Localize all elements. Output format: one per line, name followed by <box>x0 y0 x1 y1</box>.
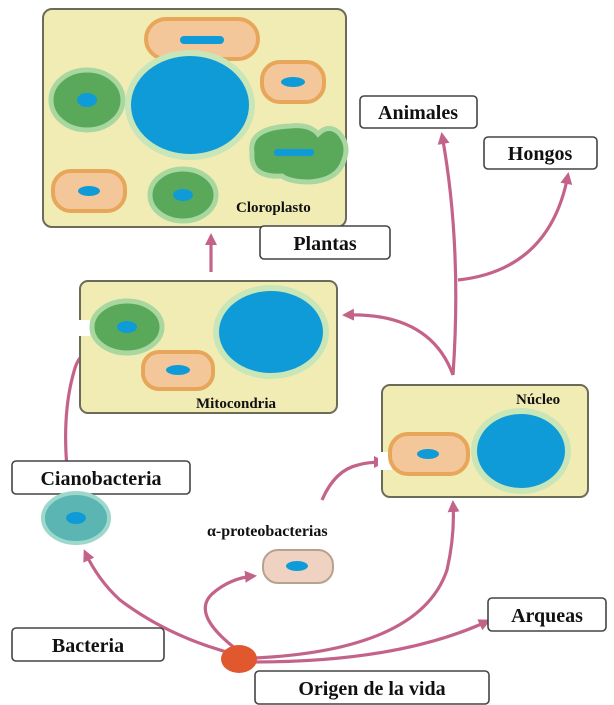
arqueas-label: Arqueas <box>511 605 583 627</box>
arrow-to-mitocondria-cell <box>345 315 453 375</box>
membrane-opening <box>76 320 90 336</box>
hongos-label: Hongos <box>508 143 573 165</box>
hongos-box: Hongos <box>484 137 597 169</box>
proteobacterium-shape <box>263 550 333 583</box>
nucleus-cell: Núcleo <box>378 385 588 497</box>
mitochondrion-shape <box>390 434 468 474</box>
cyanobacterium-shape <box>43 493 109 543</box>
origin-dot <box>221 645 257 673</box>
chloroplast-shape <box>51 70 123 130</box>
nucleo-label: Núcleo <box>516 392 560 408</box>
arrow-to-animales <box>442 135 456 375</box>
arrow-to-hongos <box>458 175 568 280</box>
chloroplast-shape <box>150 169 216 221</box>
alfa-proteobacterias-label: α-proteobacterias <box>207 523 328 540</box>
bacteria-box: Bacteria <box>12 628 164 661</box>
nucleus-shape <box>474 411 568 491</box>
origen-label: Origen de la vida <box>298 678 445 700</box>
animales-label: Animales <box>378 102 458 124</box>
plant-cell: Cloroplasto <box>43 9 346 227</box>
chloroplast-shape <box>92 301 162 353</box>
arrow-to-proteobacteria <box>205 576 254 652</box>
mitochondria-cell: Mitocondria <box>76 281 337 413</box>
plantas-label: Plantas <box>293 233 357 255</box>
cianobacteria-label: Cianobacteria <box>40 468 161 490</box>
chloroplast-shape <box>262 62 324 102</box>
cloroplasto-label: Cloroplasto <box>236 200 311 216</box>
mitocondria-label: Mitocondria <box>196 396 276 412</box>
plantas-box: Plantas <box>260 226 390 259</box>
cianobacteria-box: Cianobacteria <box>12 461 190 494</box>
chloroplast-shape <box>53 171 125 211</box>
nucleus-shape <box>216 288 326 376</box>
origen-box: Origen de la vida <box>255 671 489 704</box>
chloroplast-shape <box>252 126 346 182</box>
bacteria-label: Bacteria <box>52 635 124 657</box>
mitochondrion-shape <box>143 352 213 389</box>
arrow-proteo-to-nucleo-cell <box>322 462 383 500</box>
animales-box: Animales <box>360 96 477 128</box>
plant-vacuole <box>128 53 252 157</box>
arqueas-box: Arqueas <box>488 598 606 631</box>
